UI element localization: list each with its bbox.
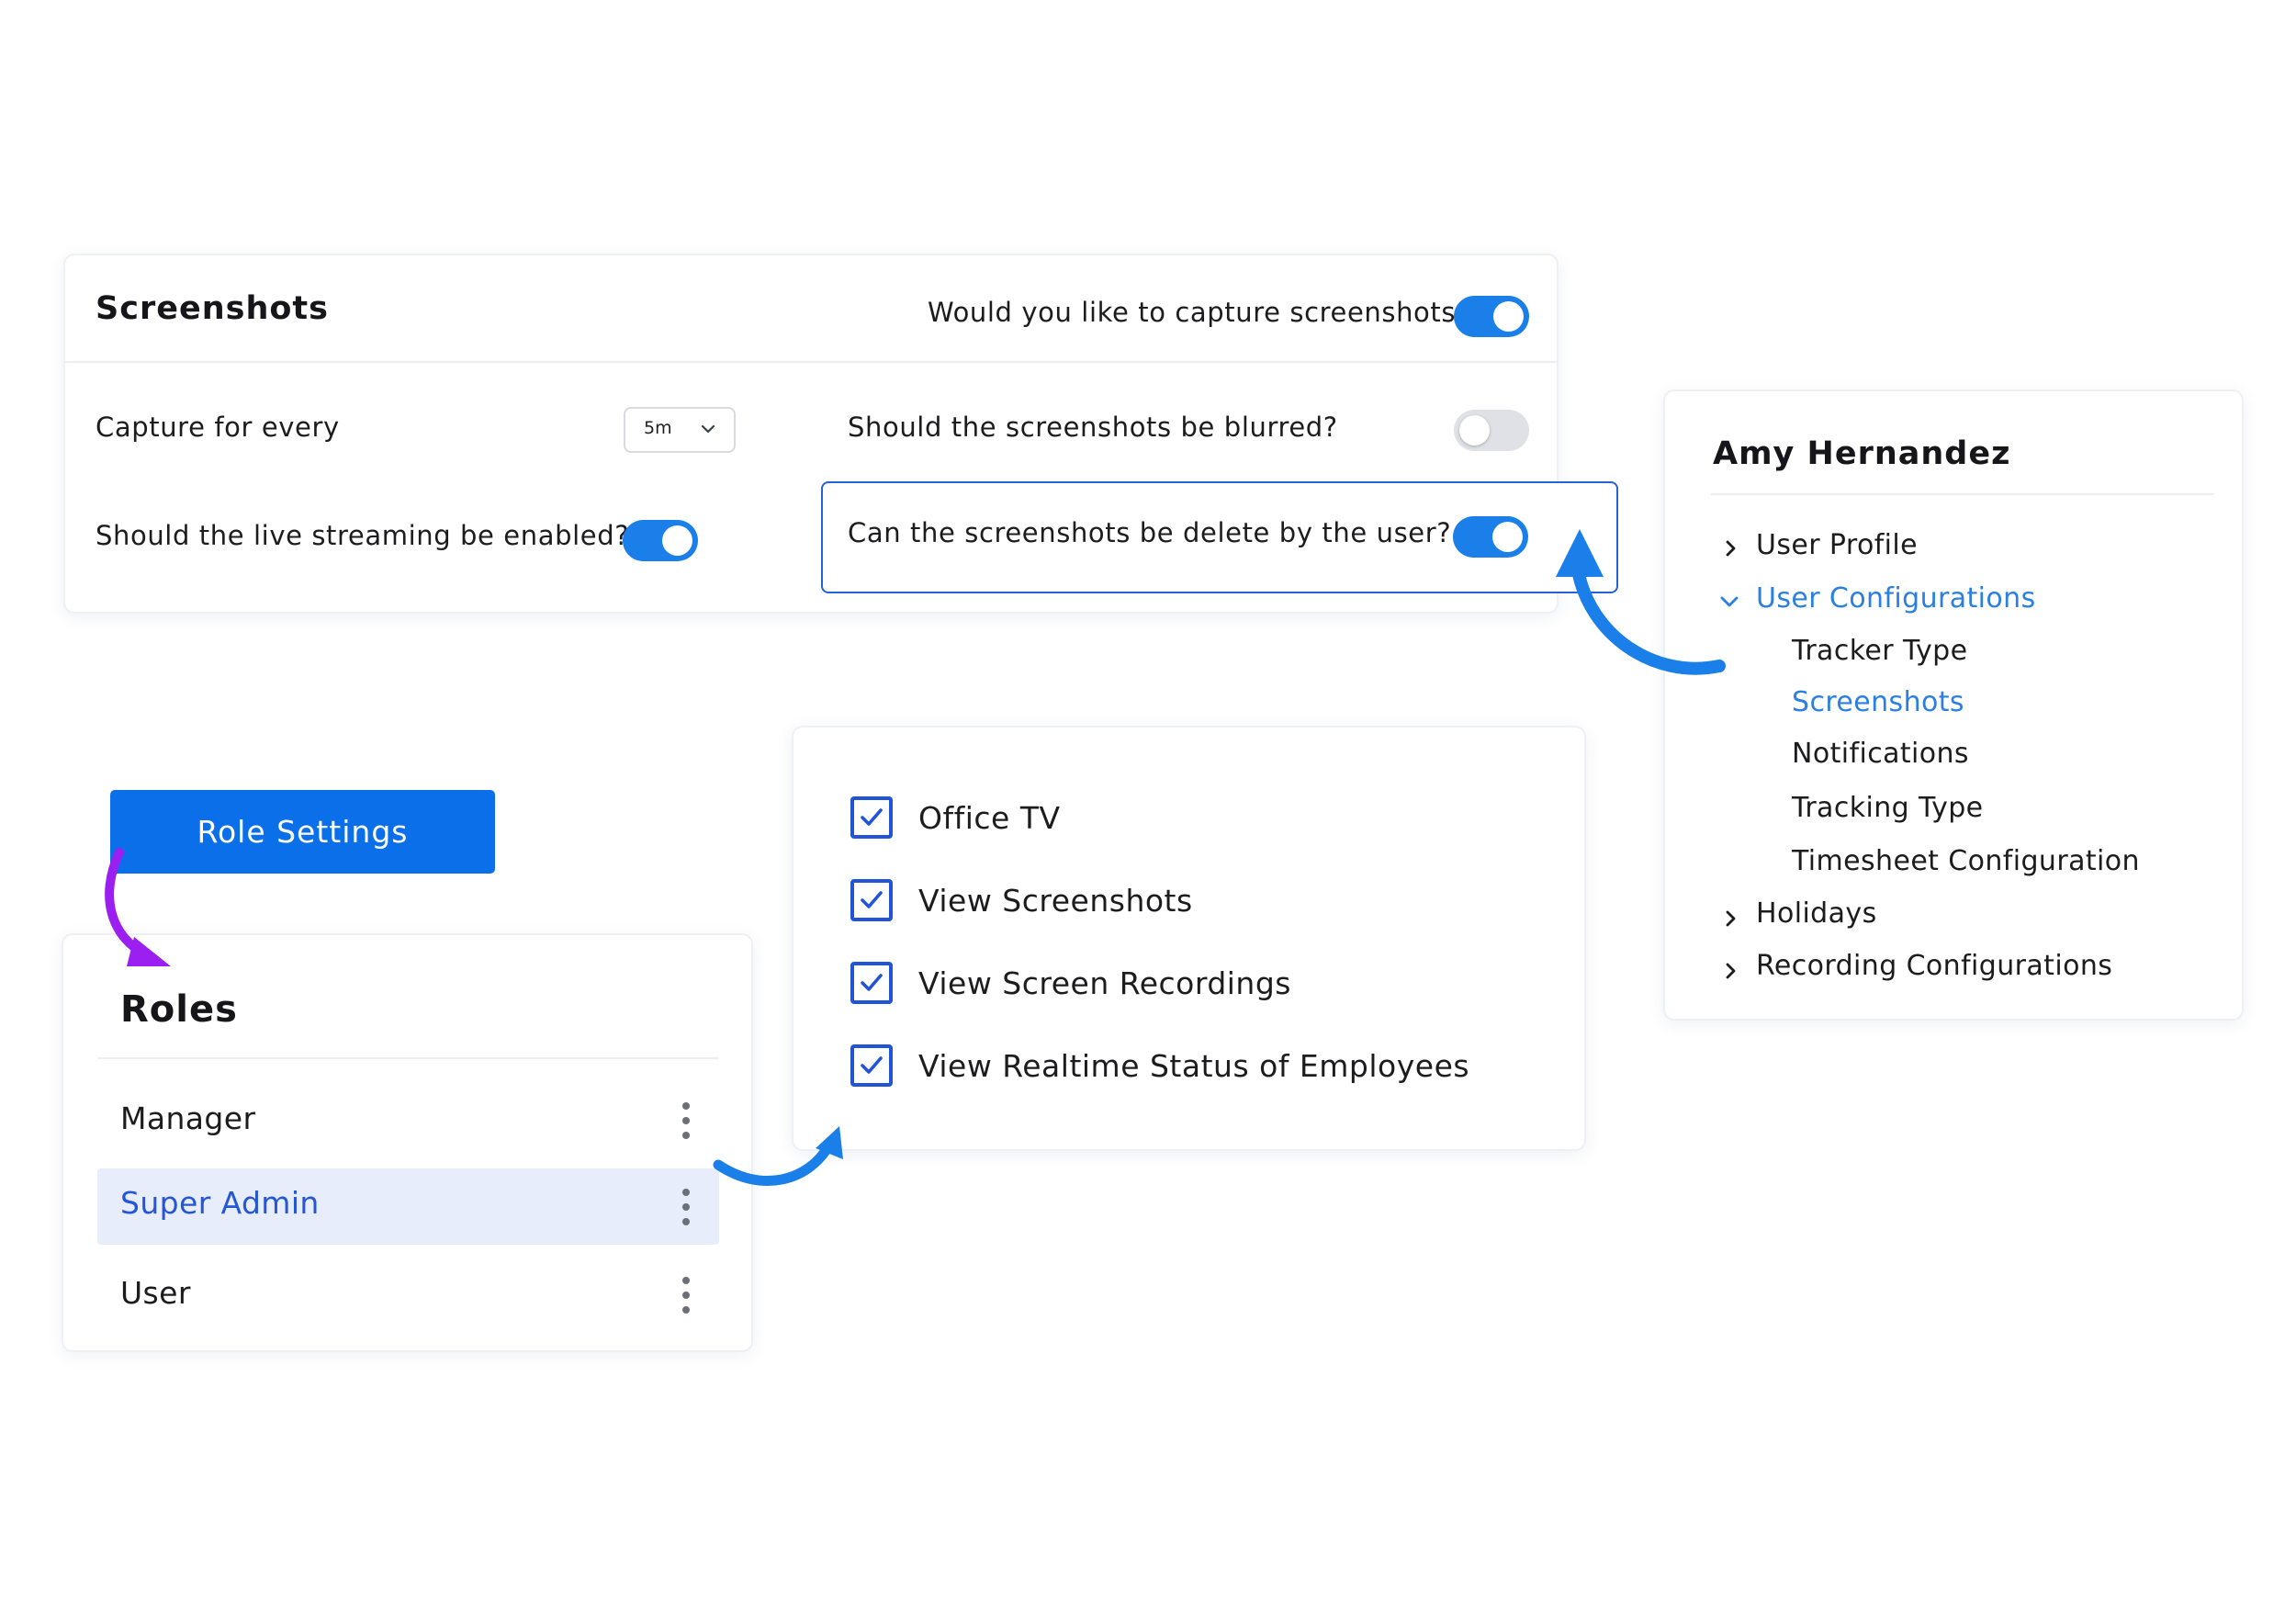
toggle-knob bbox=[1492, 522, 1523, 552]
capture-screenshots-toggle[interactable] bbox=[1454, 296, 1529, 337]
delete-screenshots-toggle[interactable] bbox=[1453, 516, 1528, 558]
chevron-down-icon bbox=[701, 424, 715, 434]
toggle-knob bbox=[1459, 415, 1490, 446]
checkmark-icon bbox=[861, 891, 883, 908]
menu-item-recording-configurations[interactable]: Recording Configurations bbox=[1756, 950, 2113, 982]
divider bbox=[97, 1057, 719, 1059]
live-streaming-label: Should the live streaming be enabled? bbox=[96, 520, 630, 551]
chevron-right-icon bbox=[1726, 540, 1736, 557]
delete-screenshots-label: Can the screenshots be delete by the use… bbox=[848, 517, 1452, 548]
checkbox[interactable] bbox=[850, 879, 893, 921]
capture-screenshots-label: Would you like to capture screenshots bbox=[928, 297, 1457, 328]
kebab-menu-icon[interactable] bbox=[677, 1277, 695, 1317]
permission-label: View Realtime Status of Employees bbox=[918, 1048, 1470, 1084]
submenu-item-tracking-type[interactable]: Tracking Type bbox=[1792, 792, 1984, 824]
blur-screenshots-toggle[interactable] bbox=[1454, 410, 1529, 451]
kebab-menu-icon[interactable] bbox=[677, 1102, 695, 1143]
capture-interval-select[interactable]: 5m bbox=[624, 407, 736, 453]
card-header: Screenshots Would you like to capture sc… bbox=[65, 255, 1557, 363]
kebab-menu-icon[interactable] bbox=[677, 1187, 695, 1227]
user-navigation-card: Amy Hernandez User Profile User Configur… bbox=[1663, 389, 2244, 1021]
roles-title: Roles bbox=[120, 988, 238, 1031]
divider bbox=[1711, 493, 2214, 495]
role-name: User bbox=[120, 1275, 191, 1311]
submenu-item-tracker-type[interactable]: Tracker Type bbox=[1792, 635, 1968, 667]
checkmark-icon bbox=[861, 974, 883, 991]
menu-item-user-configurations[interactable]: User Configurations bbox=[1756, 582, 2036, 615]
screenshots-settings-card: Screenshots Would you like to capture sc… bbox=[63, 254, 1559, 614]
toggle-knob bbox=[1493, 301, 1524, 332]
chevron-down-icon bbox=[1720, 596, 1739, 607]
chevron-right-icon bbox=[1726, 963, 1736, 979]
checkmark-icon bbox=[861, 808, 883, 826]
submenu-item-notifications[interactable]: Notifications bbox=[1792, 738, 1969, 770]
permission-label: Office TV bbox=[918, 800, 1061, 836]
submenu-item-screenshots[interactable]: Screenshots bbox=[1792, 686, 1964, 718]
role-name: Manager bbox=[120, 1100, 256, 1136]
capture-interval-label: Capture for every bbox=[96, 412, 340, 443]
checkbox[interactable] bbox=[850, 796, 893, 839]
card-title: Screenshots bbox=[96, 290, 329, 327]
roles-card: Roles Manager Super Admin User bbox=[62, 933, 753, 1352]
blur-screenshots-label: Should the screenshots be blurred? bbox=[848, 412, 1338, 443]
capture-interval-value: 5m bbox=[644, 418, 672, 438]
role-name: Super Admin bbox=[120, 1185, 320, 1221]
menu-item-holidays[interactable]: Holidays bbox=[1756, 897, 1877, 930]
role-row-user[interactable]: User bbox=[97, 1258, 719, 1335]
permission-label: View Screenshots bbox=[918, 883, 1193, 919]
checkbox[interactable] bbox=[850, 1044, 893, 1087]
menu-item-user-profile[interactable]: User Profile bbox=[1756, 529, 1918, 561]
chevron-right-icon bbox=[1726, 910, 1736, 927]
permissions-card: Office TV View Screenshots View Screen R… bbox=[792, 726, 1586, 1151]
checkmark-icon bbox=[861, 1056, 883, 1074]
role-row-manager[interactable]: Manager bbox=[97, 1084, 719, 1160]
live-streaming-toggle[interactable] bbox=[623, 520, 698, 561]
delete-screenshots-highlight: Can the screenshots be delete by the use… bbox=[821, 481, 1618, 593]
checkbox[interactable] bbox=[850, 962, 893, 1004]
permission-label: View Screen Recordings bbox=[918, 965, 1291, 1001]
toggle-knob bbox=[662, 525, 692, 556]
role-row-super-admin[interactable]: Super Admin bbox=[97, 1168, 719, 1245]
role-settings-button[interactable]: Role Settings bbox=[110, 790, 495, 874]
submenu-item-timesheet-configuration[interactable]: Timesheet Configuration bbox=[1792, 845, 2140, 877]
user-name: Amy Hernandez bbox=[1713, 435, 2011, 472]
